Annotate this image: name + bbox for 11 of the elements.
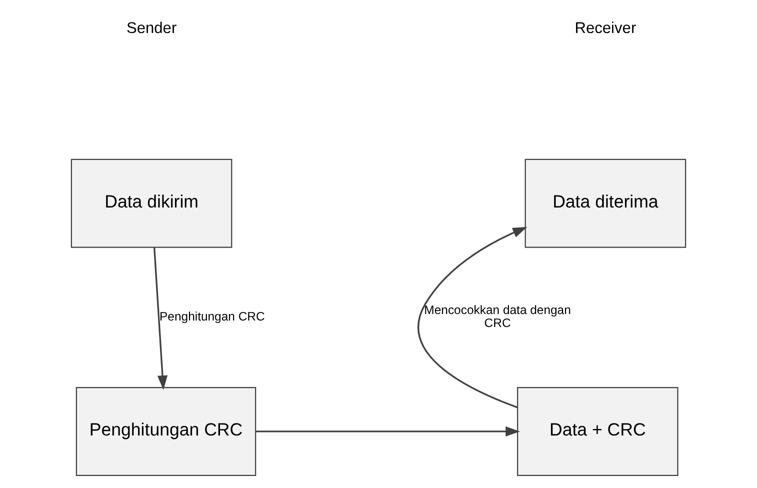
edge-label: Penghitungan CRC	[160, 310, 265, 324]
node-box: Data diterima	[524, 158, 686, 248]
label: Receiver	[574, 20, 636, 37]
arrow	[418, 226, 528, 408]
arrow	[256, 426, 520, 437]
arrow	[153, 247, 168, 390]
edge-label: Mencocokkan data dengan CRC	[424, 302, 571, 330]
label: Sender	[126, 20, 177, 37]
node-box: Data + CRC	[517, 386, 678, 476]
node-box: Data dikirim	[70, 158, 232, 248]
node-box: Penghitungan CRC	[76, 386, 256, 476]
